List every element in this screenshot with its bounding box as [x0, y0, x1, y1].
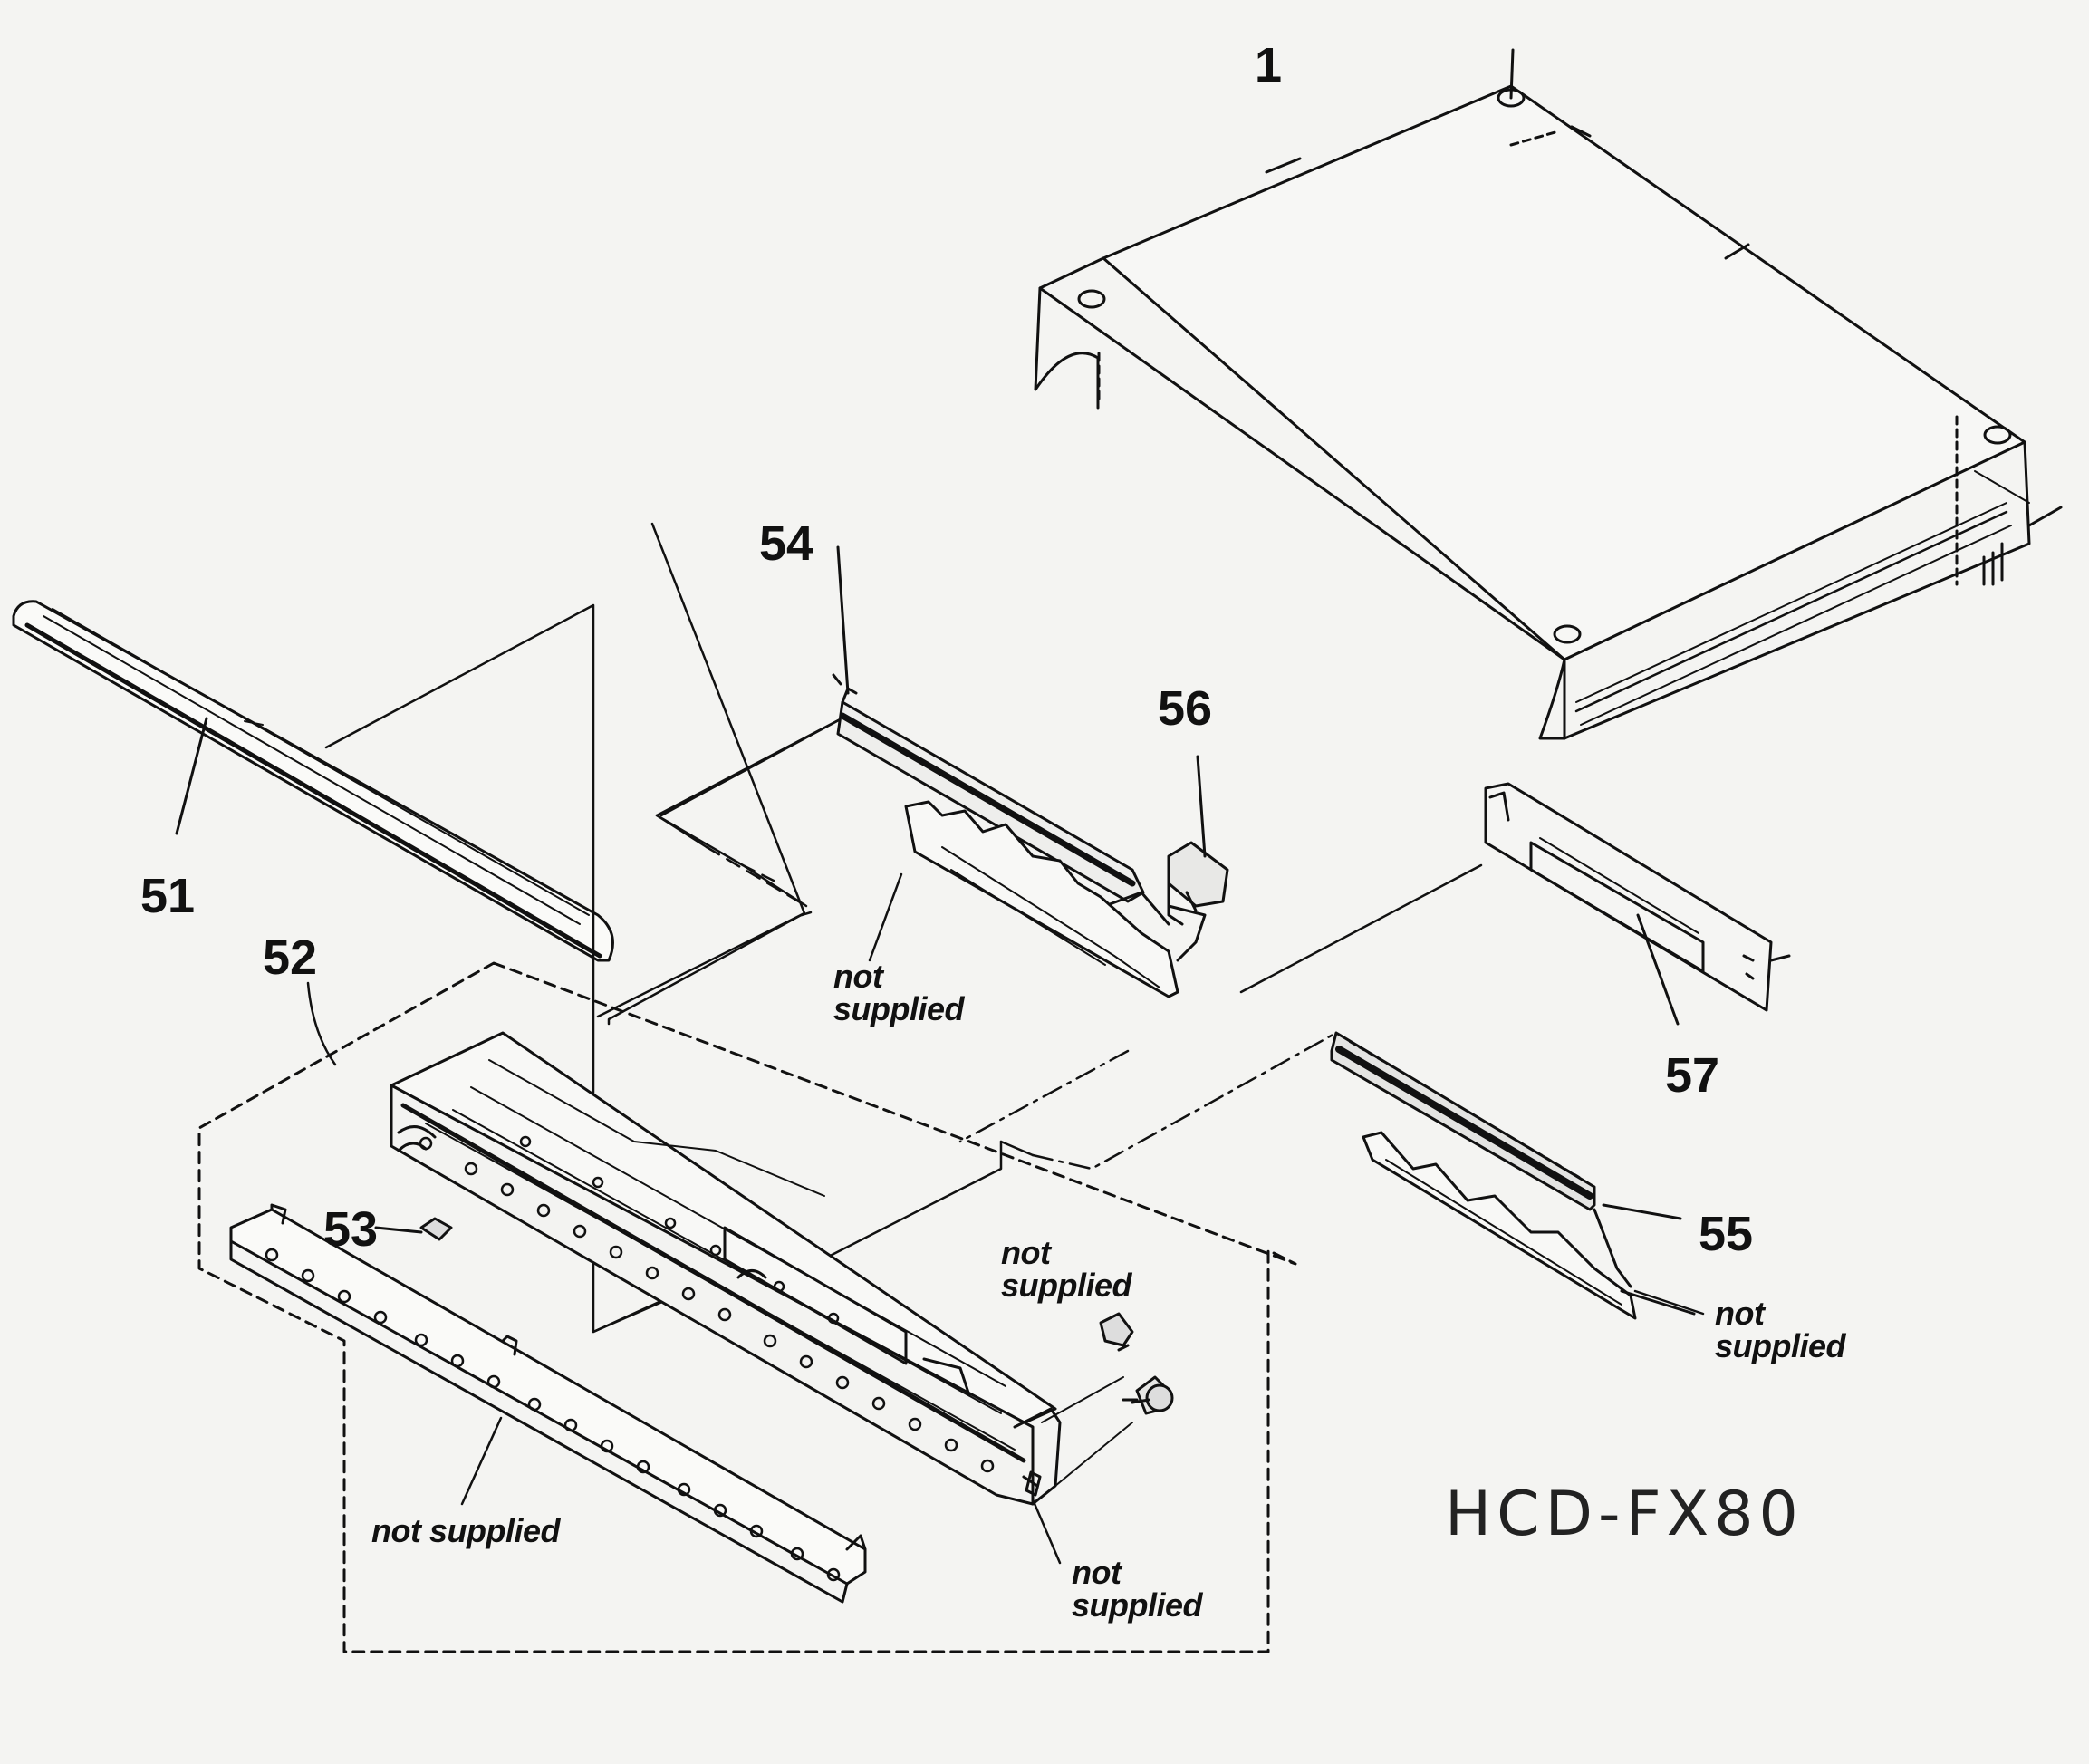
- trim-bar-part-51: [12, 600, 614, 962]
- screw-part: [1131, 1383, 1174, 1412]
- callout-54: 54: [759, 516, 814, 571]
- front-rail-not-supplied: [229, 1203, 867, 1604]
- callout-55: 55: [1699, 1207, 1754, 1261]
- assembly-guide-lines: [324, 522, 1483, 1334]
- not-supplied-note-rail: not supplied: [371, 1512, 560, 1549]
- callout-51: 51: [140, 869, 196, 923]
- clip-part-53: [374, 1217, 453, 1241]
- callout-1: 1: [1255, 38, 1283, 92]
- display-board-part-57: [1484, 782, 1791, 1026]
- model-label: HCD-FX80: [1445, 1479, 1804, 1550]
- callout-leaders: [306, 872, 1705, 1565]
- callout-56: 56: [1158, 681, 1213, 736]
- top-cover-part: [1034, 48, 2063, 740]
- callout-57: 57: [1665, 1048, 1720, 1103]
- callout-53: 53: [323, 1202, 379, 1257]
- switch-board-part-54: [832, 545, 1207, 998]
- connector-part-56: [1167, 755, 1229, 926]
- assembly-52-boundary: [197, 961, 1297, 1653]
- switch-board-part-55: [1330, 1031, 1696, 1320]
- callout-52: 52: [263, 930, 318, 985]
